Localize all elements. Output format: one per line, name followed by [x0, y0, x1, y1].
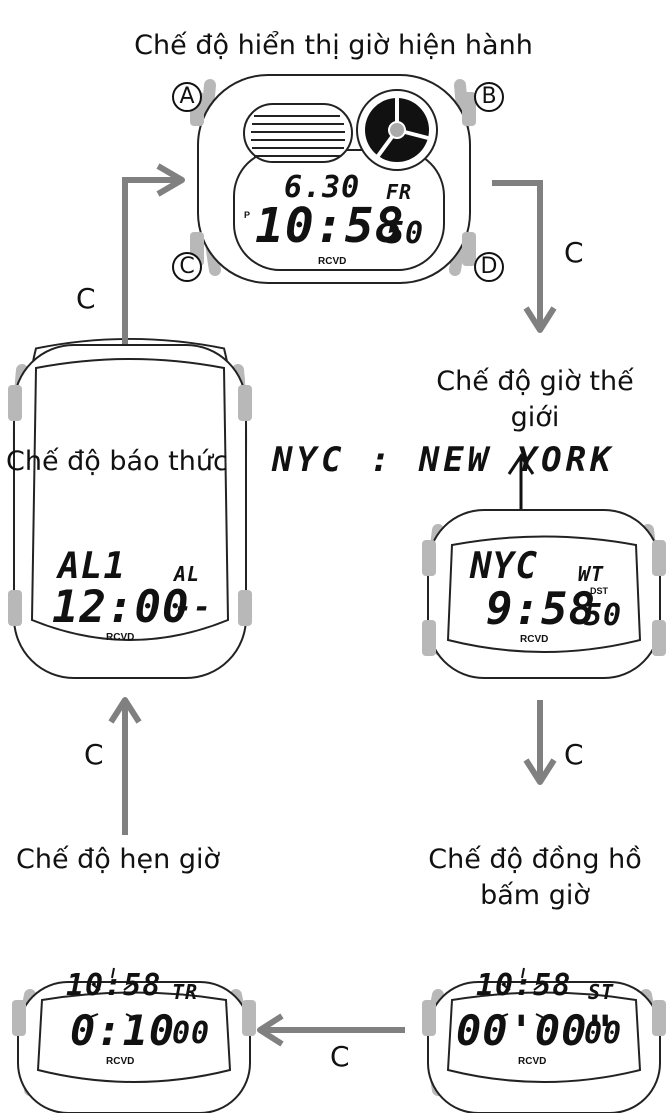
- current-time-display: 10:58: [255, 198, 405, 254]
- alarm-suffix: --: [174, 590, 213, 625]
- current-day: FR: [386, 180, 413, 204]
- alarm-rcvd: RCVD: [106, 632, 135, 643]
- stopwatch-seconds: 00: [584, 1016, 623, 1051]
- timer-mode-indicator: TR: [172, 980, 199, 1004]
- alarm-name: AL1: [58, 546, 127, 587]
- title-alarm: Chế độ báo thức: [6, 446, 228, 477]
- alarm-mode-indicator: AL: [174, 562, 201, 586]
- arrow-world-to-stopwatch: [523, 700, 557, 785]
- watch-current-time: [190, 74, 476, 284]
- title-stopwatch-line1: Chế độ đồng hồ: [428, 844, 642, 875]
- title-world-time: Chế độ giờ thế giới: [405, 364, 665, 436]
- current-pm-indicator: P: [244, 210, 251, 220]
- title-stopwatch: Chế độ đồng hồ bấm giờ: [405, 842, 665, 914]
- current-seconds: 50: [386, 216, 425, 251]
- title-world-time-line2: giới: [510, 402, 560, 433]
- stopwatch-top-time: 10:58: [476, 968, 572, 1003]
- title-stopwatch-line2: bấm giờ: [480, 880, 590, 911]
- arrow-label-c-right-top: C: [564, 236, 584, 269]
- world-time-display: 9:58: [486, 584, 596, 635]
- arrow-alarm-to-current: [122, 163, 185, 405]
- arrow-stopwatch-to-timer: [257, 1013, 405, 1047]
- title-world-time-line1: Chế độ giờ thế: [436, 366, 634, 397]
- button-b-marker: B: [474, 82, 504, 112]
- timer-seconds: 00: [172, 1016, 211, 1051]
- stopwatch-time-display: 00'00": [456, 1006, 614, 1055]
- arrow-label-c-left-top: C: [76, 282, 96, 315]
- arrow-label-c-left-bottom: C: [84, 738, 104, 771]
- timer-time-display: 0:10: [70, 1006, 176, 1055]
- world-rcvd: RCVD: [520, 634, 549, 645]
- world-mode-indicator: WT: [578, 562, 605, 586]
- current-rcvd: RCVD: [318, 256, 347, 267]
- arrow-current-to-world: [492, 180, 557, 333]
- flash-marks-stopwatch: [497, 967, 545, 1019]
- stopwatch-rcvd: RCVD: [518, 1056, 547, 1067]
- stopwatch-mode-indicator: ST: [588, 980, 615, 1004]
- alarm-time-display: 12:00: [52, 582, 190, 633]
- world-dst-indicator: DST: [590, 586, 608, 596]
- button-d-marker: D: [474, 252, 504, 282]
- current-date: 6.30: [284, 170, 361, 205]
- arrow-label-c-bottom: C: [330, 1040, 350, 1073]
- arrow-timer-to-alarm: [108, 697, 142, 835]
- flash-marks-timer: [87, 967, 135, 1019]
- timer-top-time: 10:58: [66, 968, 162, 1003]
- arrow-label-c-right-bottom: C: [564, 738, 584, 771]
- title-current-time: Chế độ hiển thị giờ hiện hành: [134, 30, 533, 61]
- title-timer: Chế độ hẹn giờ: [16, 844, 220, 875]
- world-seconds: 50: [584, 598, 623, 633]
- timer-rcvd: RCVD: [106, 1056, 135, 1067]
- city-banner: NYC : NEW YORK: [272, 440, 615, 480]
- button-a-marker: A: [172, 82, 202, 112]
- world-city: NYC: [470, 546, 539, 587]
- button-c-marker: C: [172, 252, 202, 282]
